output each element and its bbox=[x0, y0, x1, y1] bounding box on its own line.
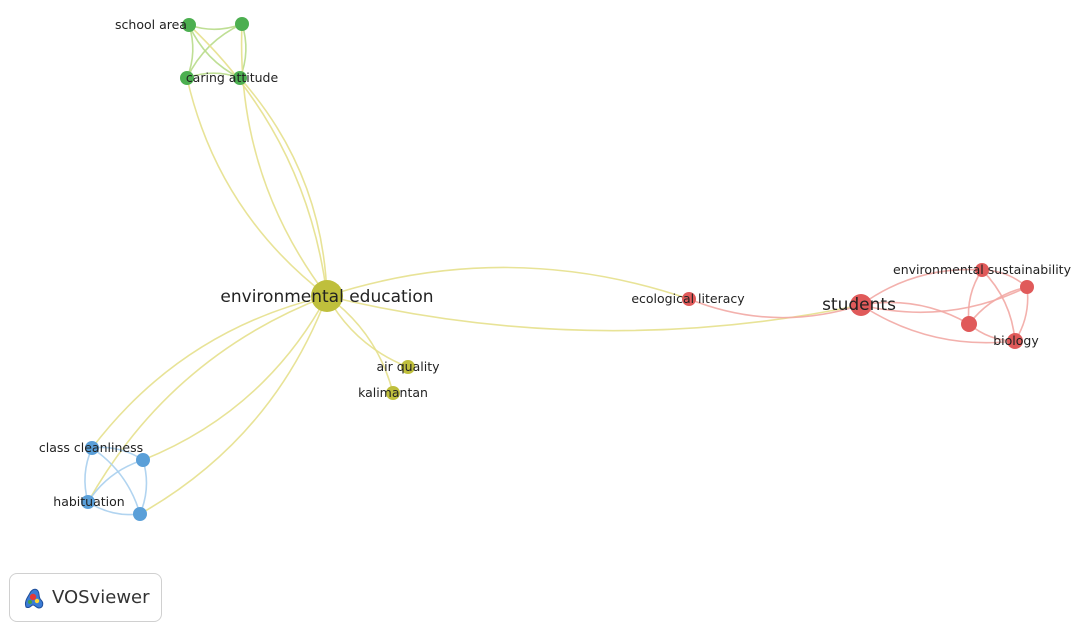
link-environmental-education-habituation bbox=[87, 295, 328, 503]
label-air-quality: air quality bbox=[376, 359, 440, 374]
link-environmental-education-blue-2 bbox=[142, 295, 328, 461]
label-kalimantan: kalimantan bbox=[358, 385, 428, 400]
bibliometric-network-map: school area caring attitude environmental … bbox=[39, 17, 1072, 521]
link-environmental-education-school-area bbox=[188, 24, 328, 297]
label-ecological-literacy: ecological literacy bbox=[631, 291, 745, 306]
node-caring-attitude[interactable] bbox=[180, 71, 194, 85]
node-kalimantan[interactable] bbox=[386, 386, 400, 400]
node-environmental-education[interactable] bbox=[311, 280, 343, 312]
node-red-6[interactable] bbox=[961, 316, 977, 332]
node-green-3[interactable] bbox=[233, 71, 247, 85]
link-environmental-education-ecological-literacy bbox=[326, 266, 690, 300]
node-blue-2[interactable] bbox=[136, 453, 150, 467]
link-students-red-6 bbox=[860, 301, 970, 325]
label-environmental-education: environmental education bbox=[220, 287, 433, 307]
node-class-cleanliness[interactable] bbox=[85, 441, 99, 455]
label-habituation: habituation bbox=[53, 494, 124, 509]
logo-text: VOSviewer bbox=[52, 587, 150, 608]
link-environmental-education-green-2 bbox=[240, 23, 328, 297]
link-environmental-education-caring-attitude bbox=[186, 77, 328, 297]
label-caring-attitude: caring attitude bbox=[186, 70, 279, 85]
label-environmental-sustainability: environmental sustainability bbox=[893, 262, 1072, 277]
network-labels: school area caring attitude environmental … bbox=[39, 17, 1072, 509]
label-class-cleanliness: class cleanliness bbox=[39, 440, 143, 455]
node-ecological-literacy[interactable] bbox=[682, 292, 696, 306]
node-green-2[interactable] bbox=[235, 17, 249, 31]
link-students-biology bbox=[860, 304, 1016, 344]
network-nodes bbox=[81, 17, 1034, 521]
network-links bbox=[84, 23, 1029, 516]
vosviewer-logo-icon bbox=[25, 588, 44, 609]
node-habituation[interactable] bbox=[81, 495, 95, 509]
link-environmental-education-blue-4 bbox=[139, 295, 328, 515]
label-biology: biology bbox=[993, 333, 1039, 348]
link-blue-2-blue-4 bbox=[139, 459, 148, 515]
vosviewer-logo: VOSviewer bbox=[9, 573, 162, 622]
node-environmental-sustainability[interactable] bbox=[975, 263, 989, 277]
link-ecological-literacy-students bbox=[688, 298, 862, 319]
label-students: students bbox=[822, 295, 896, 315]
link-environmental-education-class-cleanliness bbox=[91, 295, 328, 449]
link-class-cleanliness-blue-4 bbox=[91, 447, 141, 515]
node-school-area[interactable] bbox=[182, 18, 196, 32]
node-red-5[interactable] bbox=[1020, 280, 1034, 294]
link-students-red-5 bbox=[860, 286, 1028, 314]
node-blue-4[interactable] bbox=[133, 507, 147, 521]
node-air-quality[interactable] bbox=[401, 360, 415, 374]
node-biology[interactable] bbox=[1007, 333, 1023, 349]
node-students[interactable] bbox=[850, 294, 872, 316]
link-environmental-sustainability-biology bbox=[981, 269, 1016, 342]
link-environmental-education-green-3 bbox=[239, 77, 328, 297]
link-school-area-green-3 bbox=[188, 24, 241, 79]
label-school-area: school area bbox=[115, 17, 187, 32]
link-students-environmental-sustainability bbox=[860, 268, 983, 306]
